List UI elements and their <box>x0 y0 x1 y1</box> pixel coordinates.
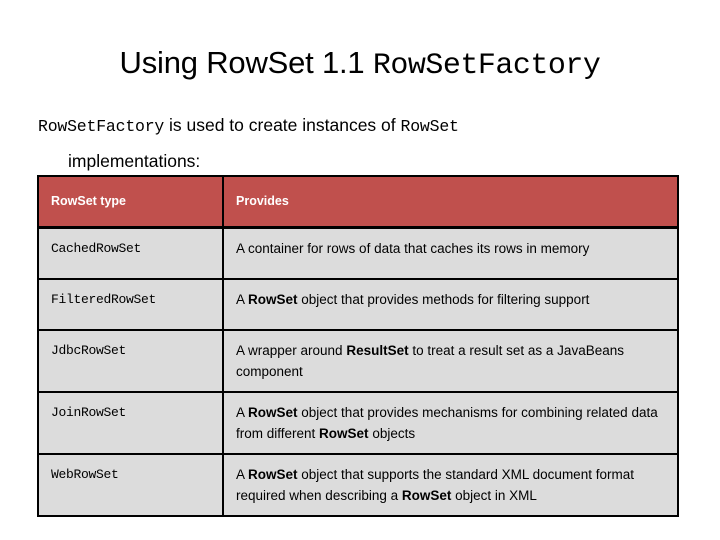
cell-provides: A RowSet object that provides mechanisms… <box>222 392 679 455</box>
cell-provides-emphasis: RowSet <box>401 488 452 503</box>
cell-provides-emphasis: ResultSet <box>346 343 409 358</box>
column-header-rowset-type: RowSet type <box>37 175 224 229</box>
intro-text-implementations: implementations: <box>68 151 201 171</box>
table-body: CachedRowSet A container for rows of data… <box>37 227 679 517</box>
cell-provides-text: A <box>236 405 249 420</box>
cell-provides-text: object that supports the standard XML do… <box>236 467 634 503</box>
table-row: CachedRowSet A container for rows of data… <box>37 227 679 280</box>
rowset-types-table: RowSet type Provides CachedRowSet A conta… <box>37 175 679 517</box>
cell-provides: A wrapper around ResultSet to treat a re… <box>222 330 679 393</box>
cell-provides-text: A <box>236 467 249 482</box>
page-title-mono: RowSetFactory <box>372 49 601 83</box>
cell-rowset-type: JdbcRowSet <box>37 330 224 393</box>
cell-rowset-type: FilteredRowSet <box>37 279 224 331</box>
column-header-provides: Provides <box>222 175 679 229</box>
intro-text-middle: is used to create instances of <box>164 115 401 135</box>
cell-provides-emphasis: RowSet <box>248 467 298 482</box>
cell-provides-emphasis: RowSet <box>319 426 369 441</box>
cell-provides: A RowSet object that supports the standa… <box>222 454 679 517</box>
intro-code-rowset: RowSet <box>400 117 459 136</box>
cell-provides-text: objects <box>368 426 416 441</box>
intro-paragraph: RowSetFactory is used to create instance… <box>38 108 688 178</box>
cell-provides-emphasis: RowSet <box>248 292 298 307</box>
page-title-prefix: Using RowSet 1.1 <box>119 45 373 80</box>
cell-provides-text: A <box>236 292 249 307</box>
page-title: Using RowSet 1.1 RowSetFactory <box>0 45 720 83</box>
intro-paragraph-line-2: implementations: <box>38 144 688 178</box>
cell-provides-text: object that provides methods for filteri… <box>297 292 590 307</box>
cell-provides-text: object in XML <box>451 488 537 503</box>
intro-paragraph-line-1: RowSetFactory is used to create instance… <box>38 108 688 144</box>
table-header-row: RowSet type Provides <box>37 175 679 229</box>
cell-rowset-type: CachedRowSet <box>37 227 224 280</box>
cell-provides-text: A container for rows of data that caches… <box>236 241 590 256</box>
cell-rowset-type: WebRowSet <box>37 454 224 517</box>
cell-provides: A container for rows of data that caches… <box>222 227 679 280</box>
intro-code-rowsetfactory: RowSetFactory <box>38 117 165 136</box>
cell-provides-text: to treat a result set as a JavaBeans com… <box>236 343 624 379</box>
cell-provides: A RowSet object that provides methods fo… <box>222 279 679 331</box>
cell-provides-emphasis: RowSet <box>248 405 298 420</box>
table-header: RowSet type Provides <box>37 175 679 229</box>
cell-rowset-type: JoinRowSet <box>37 392 224 455</box>
cell-provides-text: object that provides mechanisms for comb… <box>236 405 658 441</box>
cell-provides-text: A wrapper around <box>236 343 347 358</box>
